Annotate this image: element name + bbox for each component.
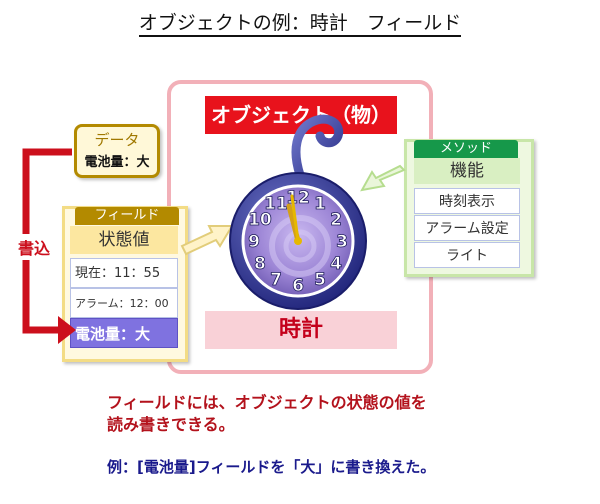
data-title: データ: [94, 131, 140, 149]
clock-face-swirl: [269, 215, 331, 277]
method-head: 機能: [414, 158, 520, 184]
clock-numeral-2: 2: [330, 210, 342, 230]
page-title: オブジェクトの例：時計 フィールド: [0, 8, 600, 37]
clock-numeral-11: 11: [264, 194, 288, 214]
clock-numeral-3: 3: [336, 232, 348, 252]
method-tab: メソッド: [414, 140, 518, 158]
description-line-2: 読み書きできる。: [107, 415, 235, 434]
description-line-1: フィールドには、オブジェクトの状態の値を: [107, 393, 427, 412]
description: フィールドには、オブジェクトの状態の値を 読み書きできる。: [107, 392, 427, 436]
data-box: データ 電池量：大: [74, 124, 160, 178]
field-row-current: 現在：11：55: [70, 258, 178, 288]
clock-face-swirl-inner: [283, 229, 317, 263]
clock-minute-hand: [290, 194, 300, 243]
method-to-clock-arrow: [360, 164, 406, 192]
write-arrowhead: [58, 316, 76, 344]
clock-numeral-6: 6: [292, 276, 304, 296]
clock-numeral-10: 10: [248, 210, 272, 230]
clock-numeral-7: 7: [270, 270, 282, 290]
clock-numeral-1: 1: [314, 194, 326, 214]
method-row-alarm-setting: アラーム設定: [414, 215, 520, 241]
field-head: 状態値: [70, 226, 178, 254]
clock-numeral-8: 8: [254, 254, 266, 274]
example-text: 例：[電池量]フィールドを「大」に書き換えた。: [107, 458, 436, 476]
clock-numeral-4: 4: [330, 254, 342, 274]
field-to-clock-arrow: [180, 225, 234, 256]
method-row-light: ライト: [414, 242, 520, 268]
field-row-alarm: アラーム：12：00: [70, 288, 178, 318]
field-tab: フィールド: [75, 207, 179, 225]
write-label: 書込: [18, 234, 51, 260]
clock-hook: [291, 114, 344, 180]
clock-numeral-5: 5: [314, 270, 326, 290]
field-row-battery: 電池量：大: [70, 318, 178, 348]
data-value: 電池量：大: [84, 155, 150, 170]
clock-center-cap: [294, 237, 302, 245]
method-row-time-display: 時刻表示: [414, 188, 520, 214]
clock-numeral-9: 9: [248, 232, 260, 252]
clock-label: 時計: [205, 311, 397, 349]
